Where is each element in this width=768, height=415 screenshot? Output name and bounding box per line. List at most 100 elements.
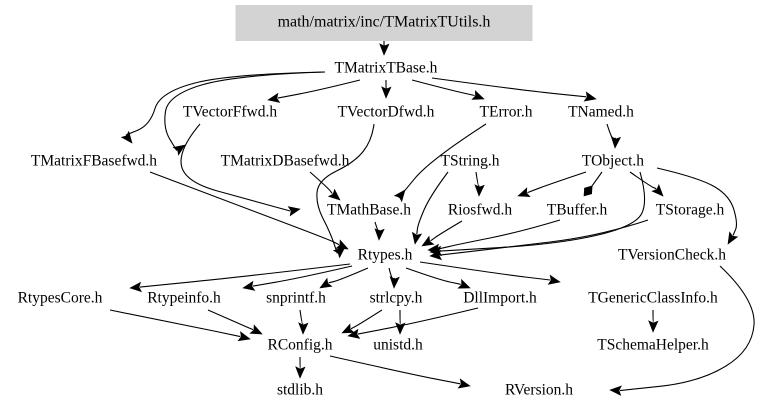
node-label: DllImport.h: [463, 290, 537, 307]
node-label: RtypesCore.h: [18, 290, 103, 307]
arrowhead-icon: [457, 378, 471, 389]
arrowhead-icon: [374, 228, 385, 241]
node-label: math/matrix/inc/TMatrixTUtils.h: [278, 14, 491, 31]
graph-edge-rtypes-to-dllimport: [405, 267, 471, 289]
arrowhead-icon: [393, 189, 406, 203]
graph-edge-tobject-to-tbuffer: [583, 171, 603, 197]
graph-node-unistd[interactable]: unistd.h: [373, 337, 423, 354]
graph-node-tvectordfwd[interactable]: TVectorDfwd.h: [338, 104, 435, 121]
graph-node-strlcpy[interactable]: strlcpy.h: [370, 290, 423, 307]
graph-edge-riosfwd-to-rtypes: [421, 220, 463, 247]
edge-line: [139, 263, 351, 288]
arrowhead-icon: [120, 130, 133, 144]
edge-line: [419, 261, 551, 281]
node-label: TVersionCheck.h: [618, 247, 726, 264]
node-label: unistd.h: [373, 337, 423, 354]
edge-line: [629, 171, 657, 190]
graph-node-tstring[interactable]: TString.h: [441, 153, 500, 170]
node-label: Riosfwd.h: [448, 202, 512, 219]
arrowhead-icon: [327, 188, 341, 201]
arrowhead-icon: [427, 243, 440, 255]
arrowhead-icon: [129, 281, 142, 293]
diamond-arrowhead-icon: [583, 185, 593, 197]
edge-line: [357, 307, 479, 335]
graph-node-tversioncheck[interactable]: TVersionCheck.h: [618, 247, 726, 264]
graph-node-tmatrixtbase[interactable]: TMatrixTBase.h: [335, 60, 438, 77]
node-label: TSchemaHelper.h: [597, 337, 709, 354]
arrowhead-icon: [341, 323, 355, 334]
arrowhead-icon: [332, 246, 346, 259]
arrowhead-icon: [295, 366, 306, 379]
arrowhead-icon: [471, 90, 485, 100]
graph-node-snprintf[interactable]: snprintf.h: [266, 290, 326, 307]
graph-edge-strlcpy-to-unistd: [395, 309, 406, 335]
arrowhead-icon: [242, 280, 256, 291]
arrowhead-icon: [727, 231, 739, 245]
node-label: Rtypeinfo.h: [147, 290, 221, 307]
graph-node-rtypeinfo[interactable]: Rtypeinfo.h: [147, 290, 221, 307]
edge-line: [430, 220, 463, 242]
edge-line: [350, 309, 383, 330]
arrowhead-icon: [547, 274, 561, 285]
graph-node-root[interactable]: math/matrix/inc/TMatrixTUtils.h: [235, 5, 533, 41]
arrowhead-icon: [335, 239, 349, 250]
edge-line: [475, 171, 480, 187]
node-label: TMatrixTBase.h: [335, 60, 438, 77]
graph-node-rtypes[interactable]: Rtypes.h: [358, 247, 413, 264]
graph-edge-rconfig-to-stdlib: [295, 356, 306, 379]
arrowhead-icon: [267, 92, 281, 103]
graph-node-riosfwd[interactable]: Riosfwd.h: [448, 202, 512, 219]
edge-layer: [109, 37, 755, 396]
graph-edge-tstorage-to-rtypes: [429, 219, 649, 261]
graph-node-tobject[interactable]: TObject.h: [582, 153, 644, 170]
graph-edge-tobject-to-tstorage: [629, 171, 664, 197]
edge-line: [164, 71, 326, 151]
arrowhead-icon: [411, 231, 423, 245]
graph-node-tnamed[interactable]: TNamed.h: [568, 104, 634, 121]
arrowhead-icon: [287, 206, 301, 217]
node-label: TVectorDfwd.h: [338, 104, 435, 121]
graph-edge-tvectorffwd-to-tmathbase: [180, 123, 301, 217]
edge-line: [431, 77, 587, 98]
node-label: TMatrixDBasefwd.h: [221, 153, 350, 170]
graph-node-tbuffer[interactable]: TBuffer.h: [547, 202, 608, 219]
node-label: stdlib.h: [277, 382, 323, 399]
graph-edge-rtypeinfo-to-rconfig: [207, 309, 263, 335]
arrowhead-icon: [474, 184, 485, 197]
graph-edge-tnamed-to-tobject: [606, 123, 622, 149]
graph-edge-tvectordfwd-to-rtypes: [316, 123, 375, 259]
graph-node-terror[interactable]: TError.h: [480, 104, 533, 121]
graph-edge-rtypes-to-rtypescore: [129, 263, 351, 293]
graph-node-tmatrixfbasefwd[interactable]: TMatrixFBasefwd.h: [31, 153, 157, 170]
graph-node-tmathbase[interactable]: TMathBase.h: [327, 202, 411, 219]
arrowhead-icon: [381, 86, 392, 99]
edge-line: [411, 79, 475, 97]
graph-edge-rtypes-to-tgenericclassinfo: [419, 261, 561, 285]
graph-node-tvectorffwd[interactable]: TVectorFfwd.h: [183, 104, 278, 121]
graph-node-tschemahelper[interactable]: TSchemaHelper.h: [597, 337, 709, 354]
graph-edge-tmatrixtbase-to-tnamed: [431, 77, 597, 102]
edge-line: [437, 219, 561, 250]
edge-line: [656, 167, 738, 236]
node-label: strlcpy.h: [370, 290, 423, 307]
graph-edge-tobject-to-tversioncheck: [656, 167, 739, 245]
arrowhead-icon: [517, 187, 531, 197]
graph-edge-tmatrixtbase-to-tvectordfwd: [381, 79, 392, 99]
edge-line: [527, 171, 587, 194]
graph-node-rconfig[interactable]: RConfig.h: [267, 337, 332, 354]
arrowhead-icon: [648, 320, 659, 333]
graph-node-rtypescore[interactable]: RtypesCore.h: [18, 290, 103, 307]
graph-node-stdlib[interactable]: stdlib.h: [277, 382, 323, 399]
graph-node-dllimport[interactable]: DllImport.h: [463, 290, 537, 307]
node-background: [235, 5, 533, 41]
graph-node-tgenericclassinfo[interactable]: TGenericClassInfo.h: [588, 290, 718, 307]
edge-line: [125, 71, 326, 136]
graph-node-tstorage[interactable]: TStorage.h: [656, 202, 725, 219]
graph-node-tmatrixdbasefwd[interactable]: TMatrixDBasefwd.h: [221, 153, 350, 170]
arrowhead-icon: [172, 144, 186, 156]
graph-edge-rconfig-to-rversion: [329, 355, 471, 389]
graph-edge-rtypes-to-strlcpy: [388, 267, 400, 289]
graph-node-rversion[interactable]: RVersion.h: [505, 382, 573, 399]
graph-edge-rtypes-to-snprintf: [319, 267, 369, 289]
